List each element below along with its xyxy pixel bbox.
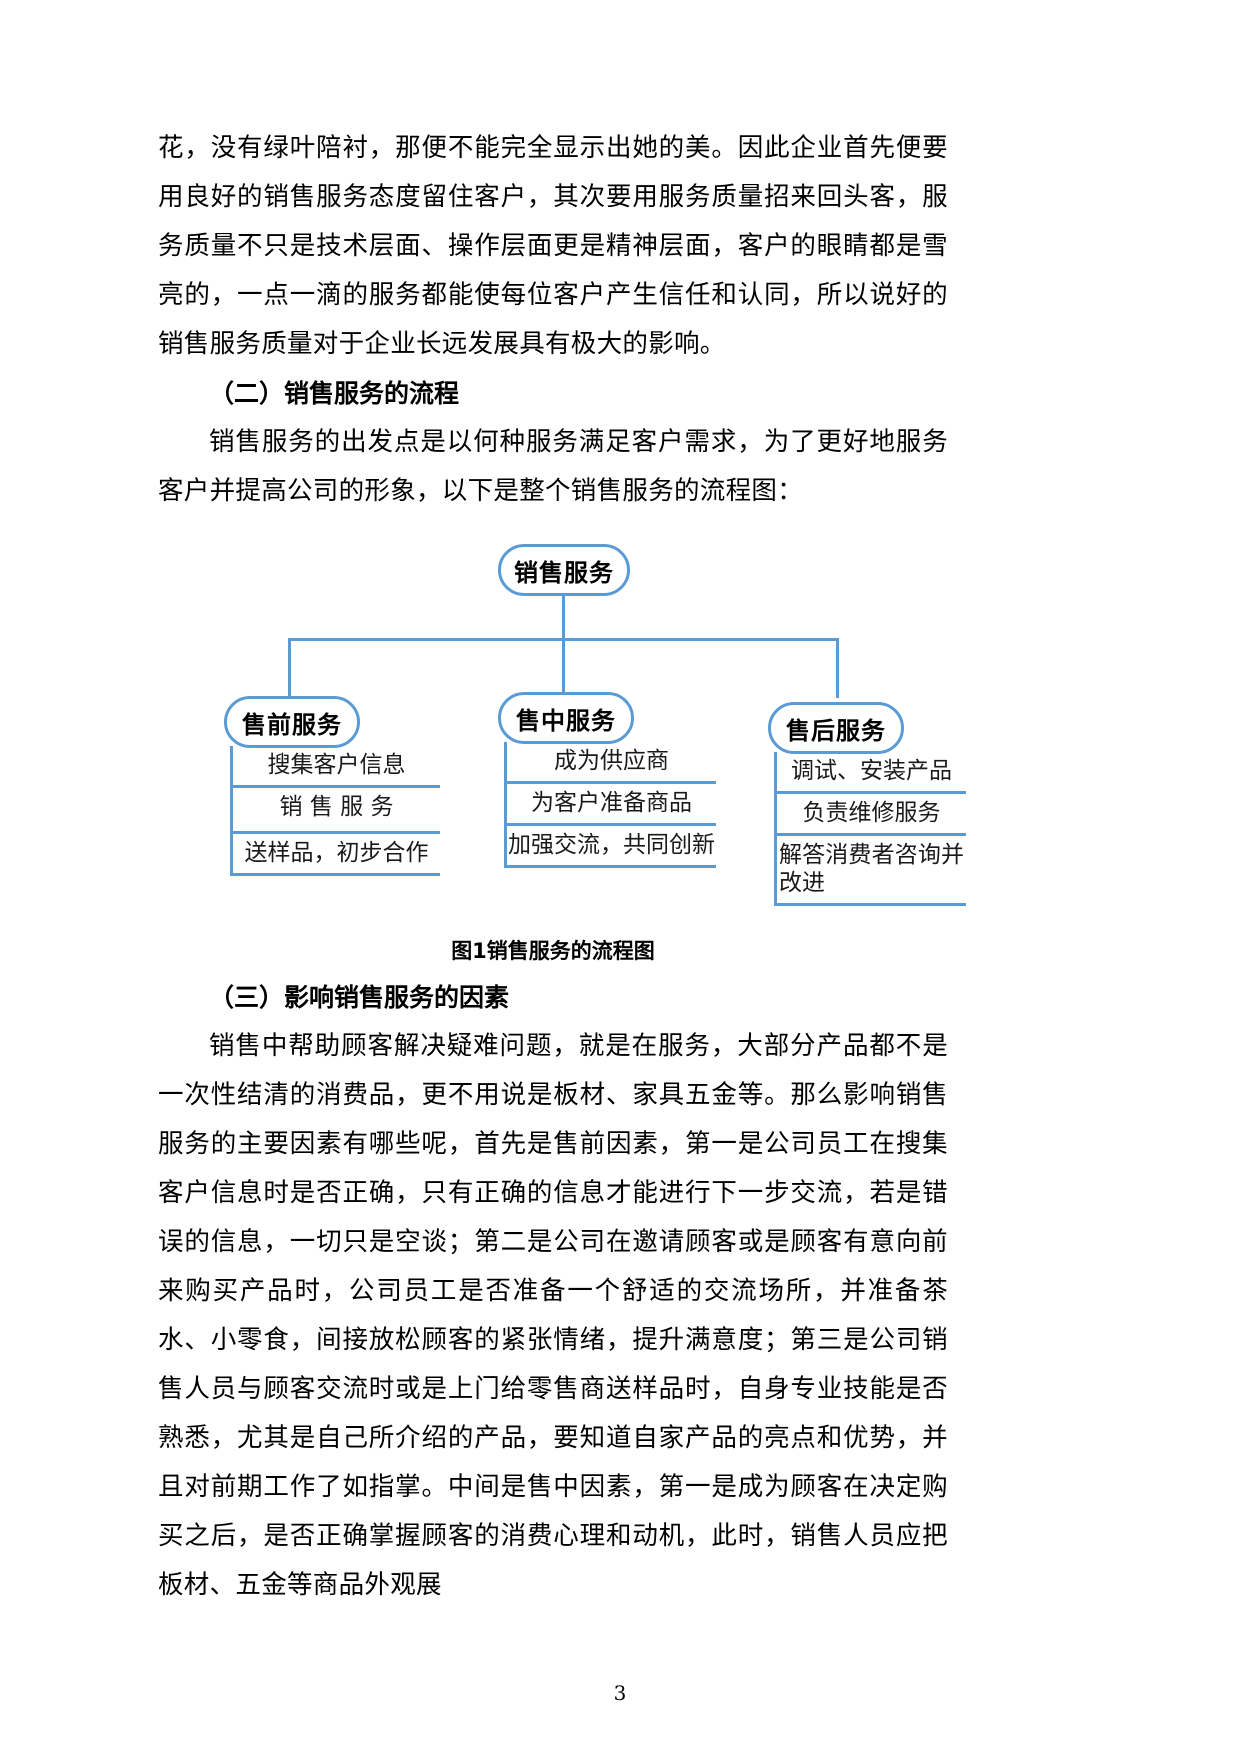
branch-item[interactable]: 成为供应商	[507, 742, 716, 785]
sales-service-flowchart: 销售服务 售前服务 搜集客户信息 销 售 服 务 送样品，初步合作 售中服务	[158, 534, 966, 929]
diagram-node-during-sales[interactable]: 售中服务	[498, 692, 634, 744]
branch-item[interactable]: 送样品，初步合作	[233, 834, 440, 877]
figure-caption: 图1销售服务的流程图	[451, 939, 655, 963]
page-number: 3	[613, 1681, 627, 1705]
paragraph-1: 花，没有绿叶陪衬，那便不能完全显示出她的美。因此企业首先便要用良好的销售服务态度…	[158, 133, 948, 359]
branch-item[interactable]: 销 售 服 务	[233, 788, 440, 835]
branch-item[interactable]: 负责维修服务	[777, 794, 966, 837]
paragraph-2: 销售服务的出发点是以何种服务满足客户需求，为了更好地服务客户并提高公司的形象，以…	[158, 427, 948, 506]
diagram-node-pre-sales[interactable]: 售前服务	[224, 696, 360, 748]
branch-items-after-sales: 调试、安装产品 负责维修服务 解答消费者咨询并改进	[774, 752, 966, 907]
diagram-node-after-sales[interactable]: 售后服务	[768, 702, 904, 754]
branch-item[interactable]: 为客户准备商品	[507, 784, 716, 827]
connector-drop-right	[836, 638, 839, 698]
connector-drop-left	[288, 638, 291, 698]
branch-items-pre-sales: 搜集客户信息 销 售 服 务 送样品，初步合作	[230, 746, 440, 877]
branch-item[interactable]: 解答消费者咨询并改进	[777, 836, 966, 907]
branch-item[interactable]: 调试、安装产品	[777, 752, 966, 795]
diagram-node-root[interactable]: 销售服务	[498, 544, 630, 596]
branch-items-during-sales: 成为供应商 为客户准备商品 加强交流，共同创新	[504, 742, 716, 869]
connector-root-down	[562, 596, 565, 640]
branch-spine-during-sales	[504, 742, 507, 869]
connector-drop-middle	[562, 638, 565, 698]
section-heading-3: （三）影响销售服务的因素	[209, 983, 510, 1012]
branch-spine-pre-sales	[230, 746, 233, 877]
branch-item[interactable]: 加强交流，共同创新	[507, 826, 716, 869]
section-heading-2: （二）销售服务的流程	[209, 379, 460, 408]
paragraph-3: 销售中帮助顾客解决疑难问题，就是在服务，大部分产品都不是一次性结清的消费品，更不…	[158, 1031, 948, 1600]
page-content: 花，没有绿叶陪衬，那便不能完全显示出她的美。因此企业首先便要用良好的销售服务态度…	[158, 124, 966, 1610]
branch-item[interactable]: 搜集客户信息	[233, 746, 440, 789]
branch-spine-after-sales	[774, 752, 777, 907]
